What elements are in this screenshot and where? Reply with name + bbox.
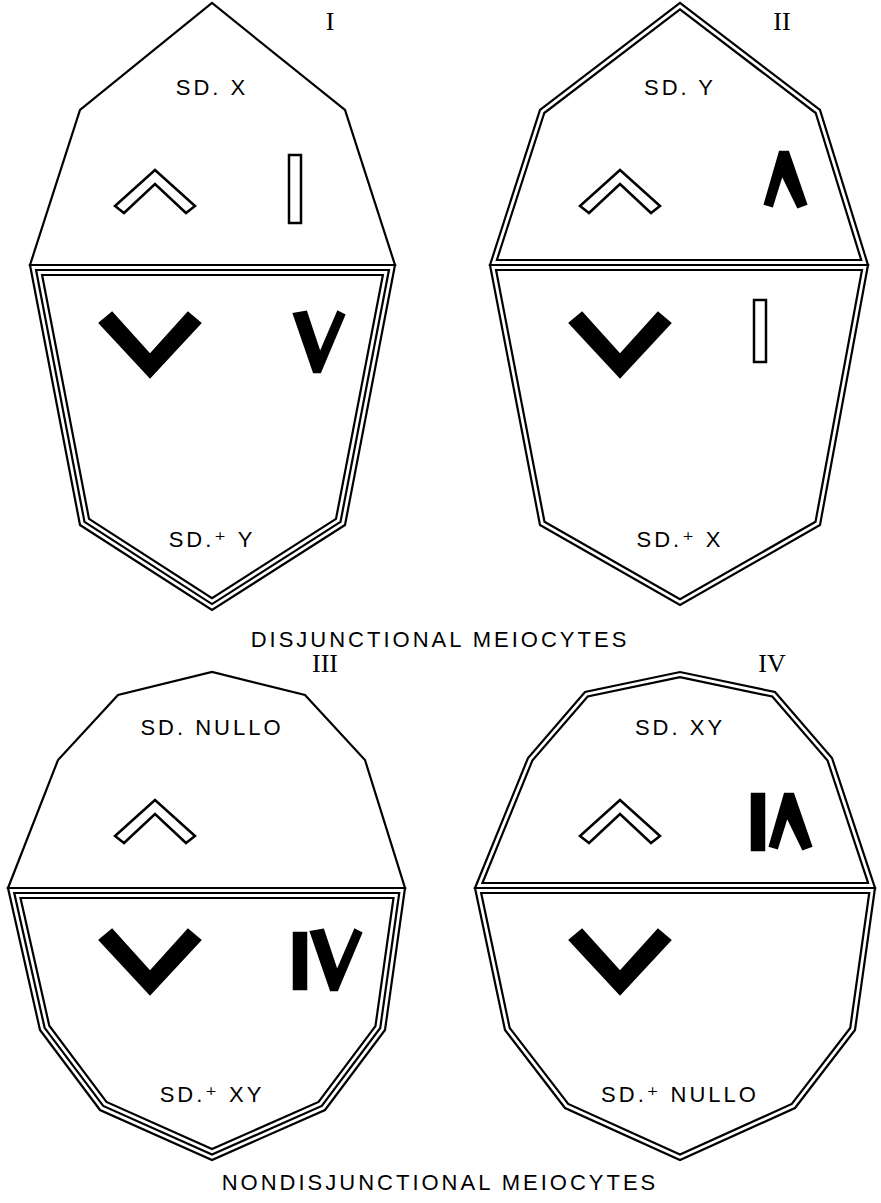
roman-numeral: IV <box>758 650 785 679</box>
genotype-label: SD.⁺ Y <box>169 528 256 552</box>
genotype-label: SD. XY <box>635 716 725 740</box>
roman-numeral: II <box>773 8 790 37</box>
black-chromosome <box>100 313 200 377</box>
open-chromosome <box>289 155 301 223</box>
black-chromosome <box>770 794 811 849</box>
cell-half: SD. X <box>27 0 398 268</box>
cell-half: SD. XY <box>472 669 878 891</box>
outline-line <box>42 275 383 598</box>
cell-half: SD.⁺ XY <box>5 885 408 1163</box>
genotype-label: SD.⁺ X <box>636 528 723 552</box>
outline-line <box>490 3 868 265</box>
outline-line <box>30 3 395 265</box>
outline-line <box>21 898 394 1149</box>
outline-line <box>36 270 389 604</box>
meiocyte-cell: IV SD. XY SD.⁺ NULLO <box>468 650 878 1168</box>
outline-line <box>475 672 875 888</box>
cell-outline <box>472 669 878 891</box>
outline-line <box>490 265 868 605</box>
cell-half: SD.⁺ Y <box>27 262 398 613</box>
outline-line <box>30 265 395 610</box>
genotype-label: SD. Y <box>644 76 716 100</box>
cell-outline <box>487 262 871 608</box>
genotype-label: SD.⁺ XY <box>160 1083 265 1107</box>
outline-line <box>475 888 875 1160</box>
outline-line <box>497 9 861 260</box>
group-caption: DISJUNCTIONAL MEIOCYTES <box>251 628 630 652</box>
black-chromosome <box>311 930 361 990</box>
open-chromosome <box>754 300 766 362</box>
black-chromosome <box>570 313 670 377</box>
genotype-label: SD. NULLO <box>140 716 283 740</box>
roman-numeral: I <box>326 8 335 37</box>
cell-outline <box>472 885 878 1163</box>
cell-outline <box>5 885 408 1163</box>
roman-numeral: III <box>312 650 338 679</box>
genotype-label: SD. X <box>176 76 248 100</box>
meiocyte-cell: II SD. Y SD.⁺ X <box>470 0 878 625</box>
cell-outline <box>27 262 398 613</box>
cell-half: SD.⁺ NULLO <box>472 885 878 1163</box>
outline-line <box>482 677 868 883</box>
cell-half: SD. NULLO <box>5 669 408 891</box>
outline-line <box>8 672 405 888</box>
group-caption: NONDISJUNCTIONAL MEIOCYTES <box>222 1171 659 1195</box>
cell-outline <box>5 669 408 891</box>
meiocyte-cell: III SD. NULLO SD.⁺ XY <box>3 650 412 1168</box>
black-chromosome <box>752 794 764 850</box>
genotype-label: SD.⁺ NULLO <box>601 1083 759 1107</box>
cell-outline <box>487 0 871 268</box>
open-chromosome <box>115 800 195 843</box>
outline-line <box>496 270 862 599</box>
black-chromosome <box>294 933 306 989</box>
cell-half: SD.⁺ X <box>487 262 871 608</box>
outline-line <box>14 893 399 1155</box>
cell-half: SD. Y <box>487 0 871 268</box>
black-chromosome <box>765 152 806 207</box>
open-chromosome <box>115 170 195 213</box>
black-chromosome <box>570 930 670 994</box>
cell-outline <box>27 0 398 268</box>
outline-line <box>481 893 869 1155</box>
open-chromosome <box>580 170 660 213</box>
black-chromosome <box>294 312 344 372</box>
meiocyte-cell: I SD. X SD.⁺ Y <box>5 0 420 625</box>
outline-line <box>8 888 405 1160</box>
open-chromosome <box>580 800 660 843</box>
black-chromosome <box>100 930 200 994</box>
